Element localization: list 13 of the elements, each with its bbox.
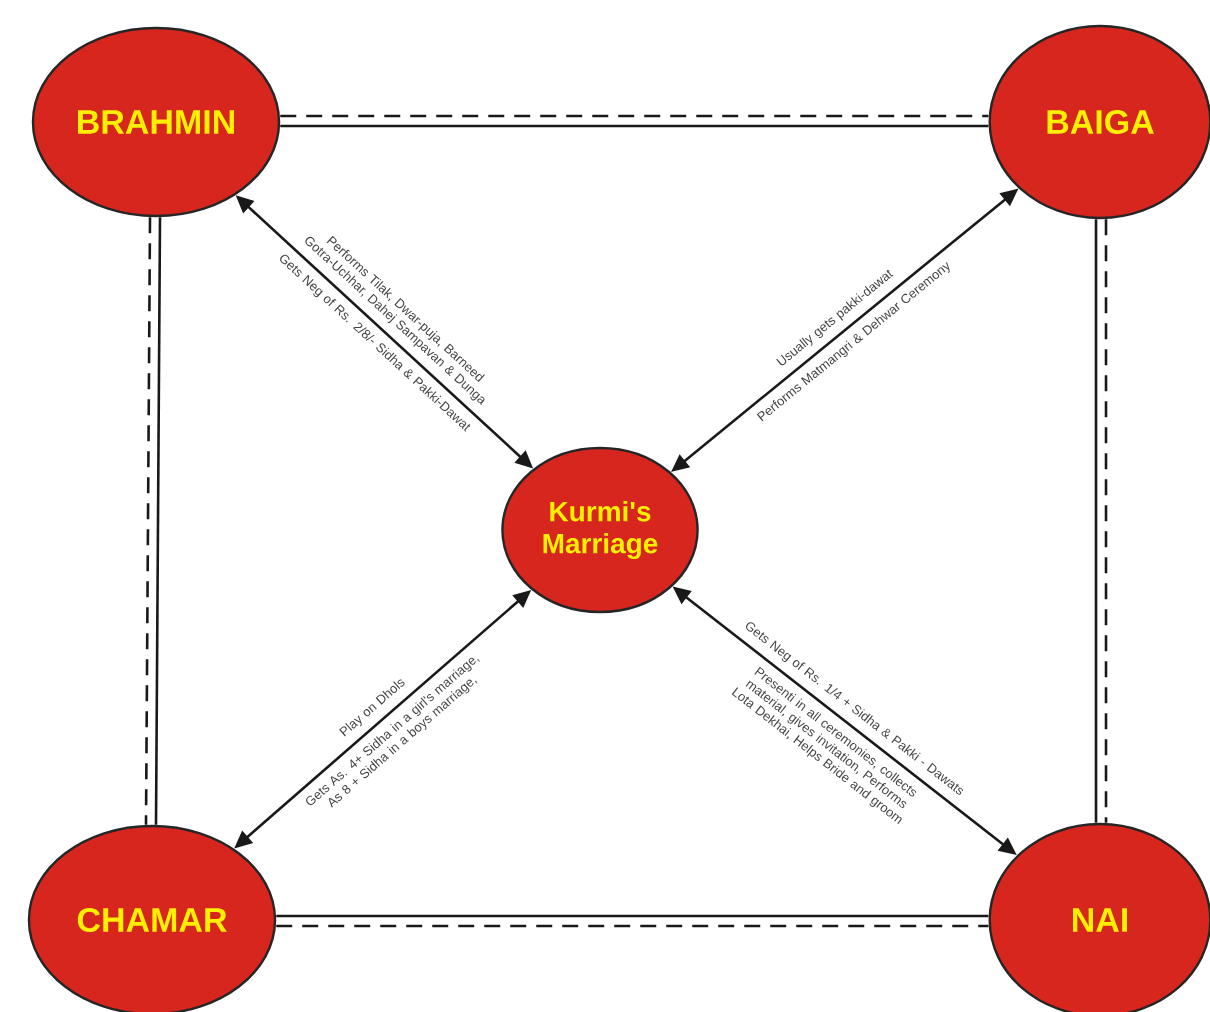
- double-line: [280, 114, 989, 118]
- double-line: [276, 924, 989, 928]
- double-line: [154, 217, 162, 825]
- ellipse-node: CHAMAR: [27, 824, 277, 1012]
- double-line: [276, 914, 989, 918]
- ellipse-node: BAIGA: [988, 24, 1210, 220]
- double-line: [144, 217, 152, 825]
- double-line: [280, 124, 989, 128]
- ellipse-node: Kurmi's Marriage: [501, 446, 699, 614]
- ellipse-node: NAI: [988, 822, 1210, 1012]
- double-line: [1094, 219, 1098, 823]
- double-line: [1104, 219, 1108, 823]
- ellipse-node: BRAHMIN: [31, 26, 281, 218]
